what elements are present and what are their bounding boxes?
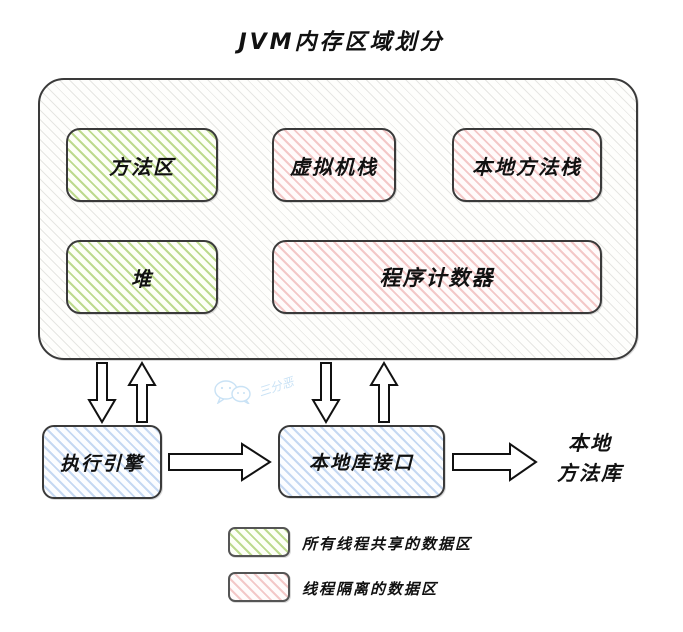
node-native-library-line1: 本地 <box>568 431 612 455</box>
legend-swatch-isolated <box>228 572 290 602</box>
memory-box-method-area-label: 方法区 <box>109 154 175 179</box>
memory-box-vm-stack-label: 虚拟机栈 <box>290 154 378 179</box>
memory-box-heap[interactable]: 堆 <box>66 240 218 314</box>
arrow-exec-engine-to-native-interface-icon <box>168 442 272 482</box>
memory-box-vm-stack[interactable]: 虚拟机栈 <box>272 128 396 202</box>
arrow-up-from-native-interface-icon <box>369 361 399 423</box>
arrow-up-from-exec-engine-icon <box>127 361 157 423</box>
arrow-native-interface-to-native-library-icon <box>452 442 538 482</box>
node-native-interface[interactable]: 本地库接口 <box>278 425 445 498</box>
node-native-library-line2: 方法库 <box>557 461 623 485</box>
memory-box-program-counter[interactable]: 程序计数器 <box>272 240 602 314</box>
memory-box-native-method-stack[interactable]: 本地方法栈 <box>452 128 602 202</box>
node-execution-engine-label: 执行引擎 <box>59 452 144 475</box>
wechat-bubbles-icon <box>214 380 251 405</box>
node-native-library: 本地 方法库 <box>540 428 640 488</box>
legend-label-shared: 所有线程共享的数据区 <box>302 535 473 553</box>
watermark: 三分恶 <box>212 375 322 418</box>
watermark-text: 三分恶 <box>256 374 296 400</box>
diagram-title: JVM内存区域划分 <box>238 30 445 55</box>
legend-swatch-shared <box>228 527 290 557</box>
memory-box-heap-label: 堆 <box>131 266 153 291</box>
legend-label-isolated: 线程隔离的数据区 <box>302 580 439 598</box>
arrow-down-to-native-interface-icon <box>311 362 341 424</box>
arrow-down-to-exec-engine-icon <box>87 362 117 424</box>
node-native-interface-label: 本地库接口 <box>308 452 414 474</box>
memory-box-program-counter-label: 程序计数器 <box>379 266 495 290</box>
node-execution-engine[interactable]: 执行引擎 <box>42 425 162 499</box>
memory-box-native-method-stack-label: 本地方法栈 <box>472 154 582 179</box>
jvm-memory-container <box>38 78 638 360</box>
memory-box-method-area[interactable]: 方法区 <box>66 128 218 202</box>
